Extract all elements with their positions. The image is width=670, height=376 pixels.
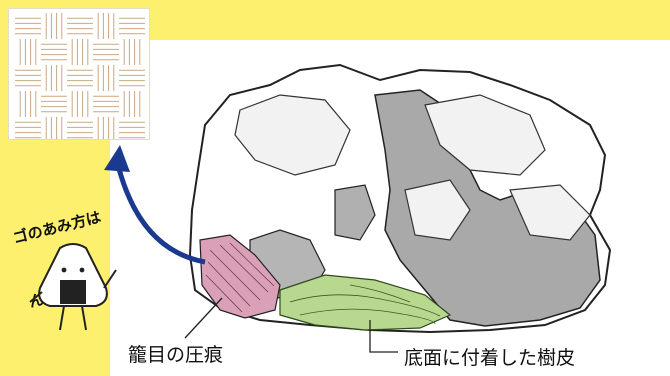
weave-pattern-icon [8,8,150,140]
fossil-illustration [150,40,620,340]
bark-label: 底面に付着した樹皮 [404,343,575,370]
onigiri-mascot-icon [28,240,118,340]
basket-mark-label: 籠目の圧痕 [128,340,223,367]
